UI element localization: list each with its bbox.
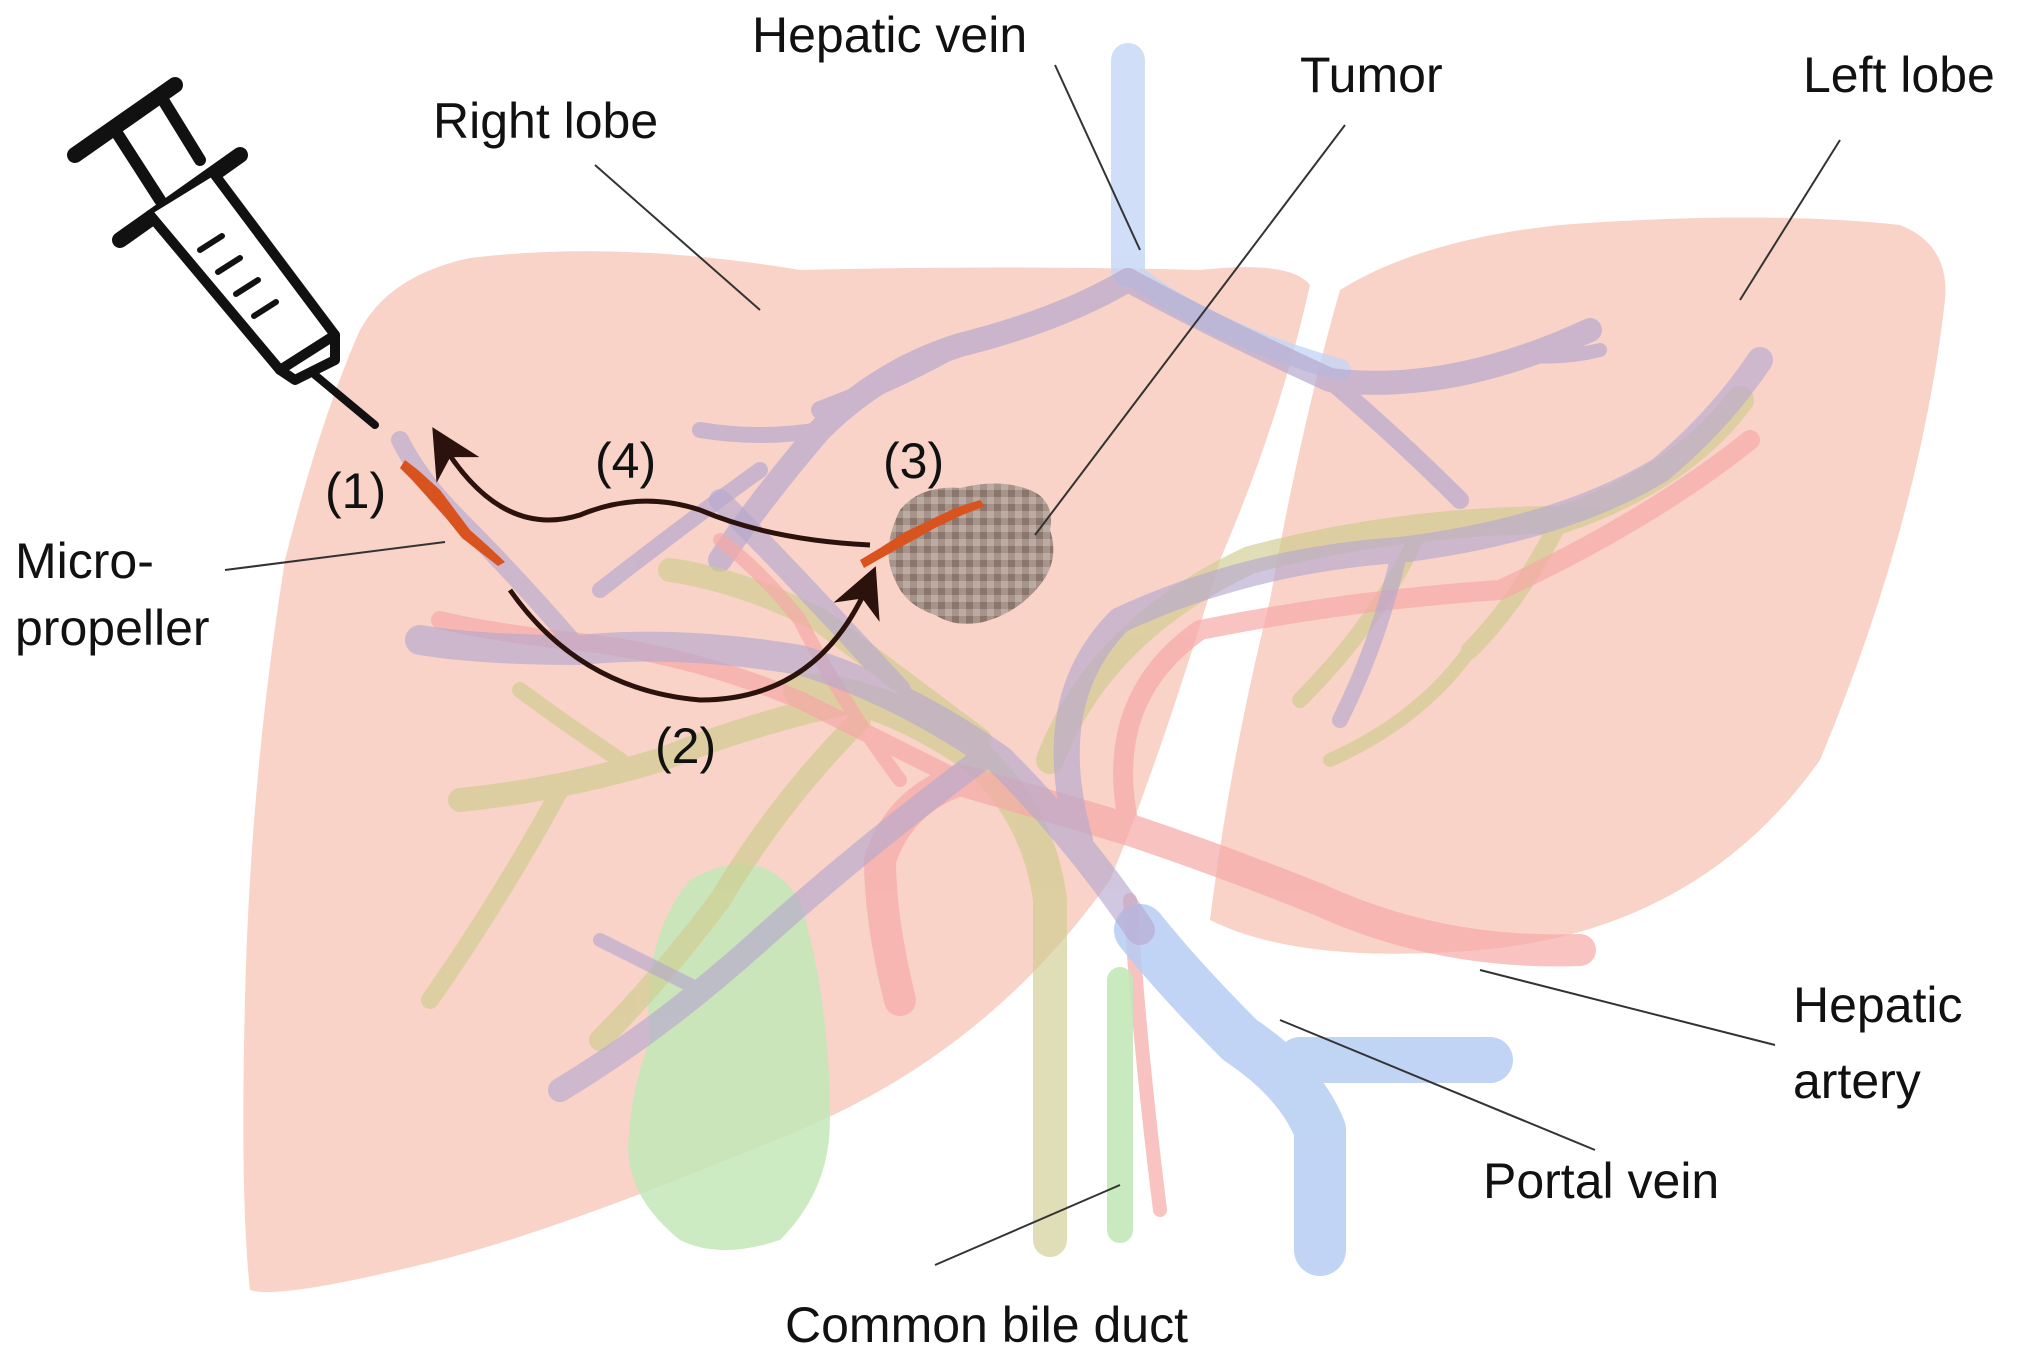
arrow-step-2 [507, 566, 880, 703]
syringe-icon [67, 77, 379, 429]
leader-portal-vein [1279, 1019, 1596, 1151]
portal-vein-vessels [1114, 904, 1513, 1276]
step-4-label: (4) [595, 433, 656, 489]
step-3-label: (3) [883, 433, 944, 489]
left-lobe-shape [1210, 217, 1946, 954]
leader-right-lobe [594, 164, 761, 311]
label-left-lobe: Left lobe [1803, 47, 1995, 103]
label-portal-vein: Portal vein [1483, 1153, 1719, 1209]
label-hepatic-artery-line2: artery [1793, 1053, 1921, 1109]
micropropeller-injection [400, 460, 505, 566]
leader-common-bile-duct [934, 1184, 1121, 1266]
step-2-label: (2) [655, 718, 716, 774]
step-1-label: (1) [325, 463, 386, 519]
leader-left-lobe [1739, 139, 1841, 301]
label-hepatic-artery-line1: Hepatic [1793, 977, 1963, 1033]
label-common-bile-duct: Common bile duct [785, 1297, 1188, 1353]
hepatic-vein-branches [592, 268, 1607, 598]
leader-lines [224, 64, 1841, 1266]
label-micropropeller-line1: Micro- [15, 533, 154, 589]
portal-vein-branches [391, 347, 1773, 1102]
leader-tumor [1034, 124, 1346, 536]
hepatic-artery-vessels [431, 430, 1760, 1217]
leader-hepatic-vein [1054, 64, 1141, 251]
arrow-step-3-return [432, 427, 871, 548]
label-hepatic-vein: Hepatic vein [752, 7, 1027, 63]
label-tumor: Tumor [1300, 47, 1443, 103]
leader-hepatic-artery [1479, 969, 1776, 1046]
micropropeller-tumor [860, 500, 985, 568]
label-micropropeller-line2: propeller [15, 600, 210, 656]
leader-micropropeller [224, 541, 446, 571]
tumor-shape [888, 483, 1054, 624]
label-right-lobe: Right lobe [433, 93, 658, 149]
